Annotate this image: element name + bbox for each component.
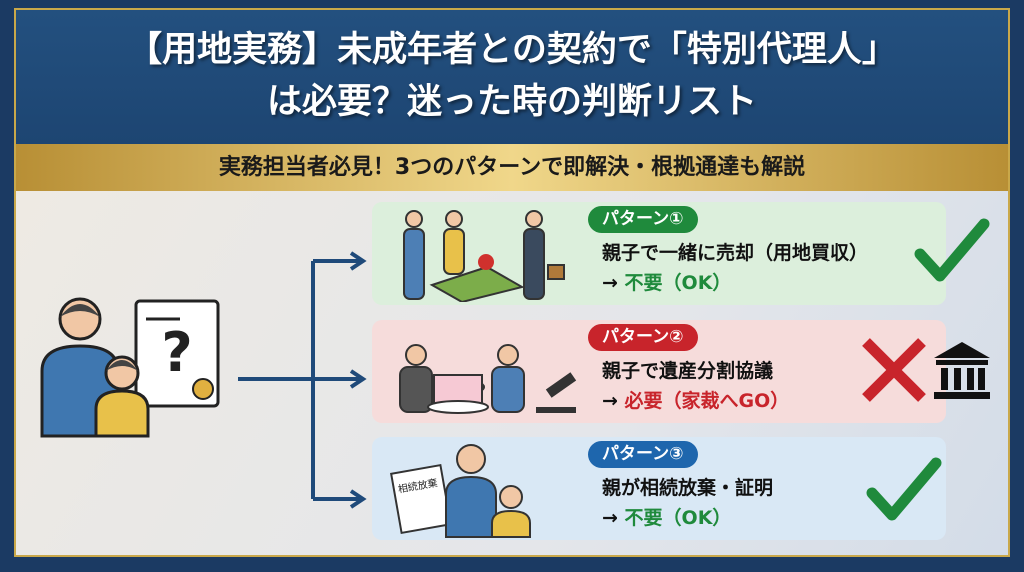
handshake-land-illustration (403, 210, 565, 302)
pattern-card-3: 相続放棄 パターン③ 親が相続放棄・証明 → 不要（OK） (372, 437, 946, 540)
pattern-case-2: 親子で遺産分割協議 (602, 360, 774, 382)
pattern-label-1: パターン① (588, 206, 698, 233)
title-line-2: は必要？迷った時の判断リスト (266, 82, 757, 122)
pattern-case-1: 親子で一緒に売却（用地買収） (602, 242, 869, 264)
arrow-text: → (602, 272, 618, 294)
renunciation-document-illustration: 相続放棄 (390, 444, 531, 538)
check-icon (914, 218, 990, 282)
pattern-result-line-1: → 不要（OK） (602, 268, 731, 295)
content-area: ? (16, 191, 1008, 555)
inheritance-dispute-illustration (399, 344, 577, 414)
subtitle-band: 実務担当者必見！3つのパターンで即解決・根拠通達も解説 (16, 144, 1008, 191)
pattern-result-line-2: → 必要（家裁へGO） (602, 386, 789, 413)
page-title: 【用地実務】未成年者との契約で「特別代理人」 は必要？迷った時の判断リスト (16, 10, 1008, 144)
pattern-result-3: 不要（OK） (624, 507, 732, 529)
parent-child-document-illustration: ? (40, 297, 220, 438)
title-line-1: 【用地実務】未成年者との契約で「特別代理人」 (127, 30, 897, 70)
cross-icon (862, 338, 926, 402)
svg-text:?: ? (161, 321, 192, 384)
pattern-case-3: 親が相続放棄・証明 (602, 477, 774, 499)
pattern-result-line-3: → 不要（OK） (602, 503, 731, 530)
pattern-result-1: 不要（OK） (624, 272, 732, 294)
branch-arrows (238, 251, 367, 509)
pattern-label-2: パターン② (588, 324, 698, 351)
pattern-card-1: パターン① 親子で一緒に売却（用地買収） → 不要（OK） (372, 202, 990, 305)
pattern-result-2: 必要（家裁へGO） (624, 390, 790, 412)
courthouse-icon (934, 342, 990, 399)
pattern-card-2: パターン② 親子で遺産分割協議 → 必要（家裁へGO） (372, 320, 990, 423)
infographic-frame: 【用地実務】未成年者との契約で「特別代理人」 は必要？迷った時の判断リスト 実務… (14, 8, 1010, 557)
check-icon (866, 457, 942, 521)
arrow-text: → (602, 507, 618, 529)
pattern-label-3: パターン③ (588, 441, 698, 468)
arrow-text: → (602, 390, 618, 412)
